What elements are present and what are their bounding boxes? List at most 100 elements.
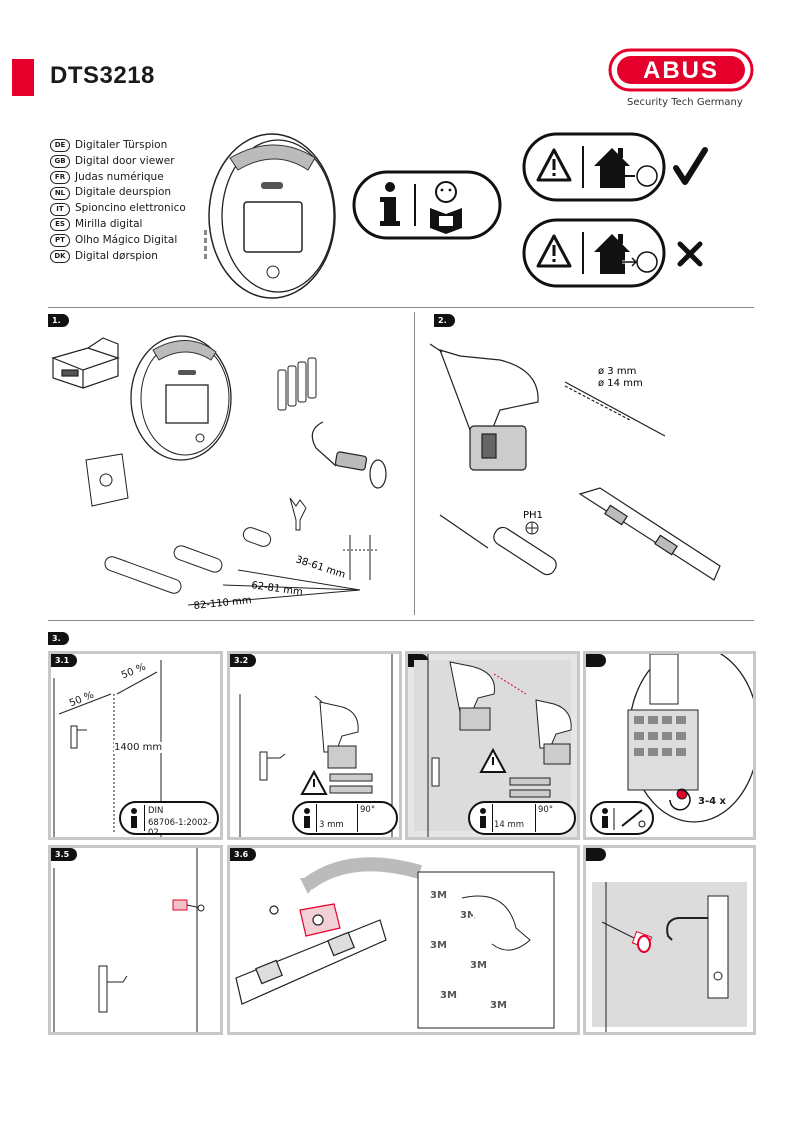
warning-triangle-icon [479,747,507,773]
language-item: NL Digitale deurspion [50,185,186,201]
din-standard-badge: DIN 68706-1:2002-02 [119,801,219,838]
step-tag-3-2: 3.2 [230,654,257,667]
drill-angle: 90° [360,805,376,815]
drill-3mm-badge: 3 mm 90° [292,801,398,835]
svg-text:3M: 3M [440,990,457,1001]
language-code: DE [50,139,70,153]
mounting-height: 1400 mm [114,742,163,753]
screw-turns: 3-4 x [698,796,726,807]
door-height-diagram [53,660,162,837]
language-label: Digital dørspion [75,249,158,262]
svg-text:3M: 3M [430,890,447,901]
step-panel-3-2: 3.2 3 mm 90° [227,651,402,840]
battery-cover-diagram [627,654,753,823]
pilot-drilling-diagram [239,654,393,837]
sleeve-range-a: 38-61 mm [294,554,347,580]
language-item: DE Digitaler Türspion [50,138,186,154]
step-tag-3-7 [586,848,606,861]
language-label: Spioncino elettronico [75,202,186,215]
door-viewer-illustration [204,133,336,299]
drill-angle: 90° [538,805,554,815]
sleeve-range-c: 82-110 mm [193,595,252,612]
screwdriver-icon [439,514,557,576]
step-tag-3-5: 3.5 [51,848,78,861]
read-manual-notice [352,170,502,240]
checkmark-icon [673,147,708,185]
batteries-icon [277,357,317,411]
warning-triangle-icon [536,234,572,268]
language-code: FR [50,170,70,184]
house-icon [594,234,630,274]
language-label: Digitaler Türspion [75,139,168,151]
screwdriver-type: PH1 [523,510,543,521]
info-icon [304,808,310,828]
step-panel-3-5: 3.5 [48,845,223,1035]
drill-14mm-badge: 14 mm 90° [468,801,576,835]
step-panel-3-1: 3.1 50 % 50 % 1400 mm DIN 68706-1:2002-0… [48,651,223,840]
language-label: Digitale deurspion [75,186,172,199]
extension-sleeves-icon [104,527,272,594]
sleeve-range-b: 62-81 mm [251,580,304,598]
outdoor-camera-icon [311,421,387,489]
divider [48,307,754,308]
drill-size: 14 mm [494,820,525,830]
divider-vertical [414,312,415,615]
svg-text:3M: 3M [490,1000,507,1011]
step-panel-3-7 [583,845,756,1035]
divider [48,620,754,621]
step-tag-3-1: 3.1 [51,654,78,667]
insert-sleeve-diagram [53,848,205,1032]
cross-icon [677,241,703,267]
warning-triangle-icon [536,148,572,182]
step-tag-2: 2. [434,314,455,327]
spirit-level-icon [578,487,721,581]
drill-bit-14mm: ø 14 mm [598,378,643,389]
box-icon [51,337,120,389]
red-accent-bar [12,59,34,96]
phillips-icon [525,521,539,535]
insert-camera-diagram [592,882,747,1032]
brand-wordmark: ABUS [643,57,719,84]
step-tag-3: 3. [48,632,69,645]
language-code: GB [50,155,70,169]
language-label: Mirilla digital [75,217,143,230]
drill-bit-icon [564,381,666,437]
drill-icon [430,343,539,471]
manual-book-icon [430,181,462,234]
required-tools-illustration: ø 3 mm ø 14 mm PH1 [430,343,721,581]
warning-triangle-icon [300,769,328,795]
svg-text:3M: 3M [470,960,487,971]
step-tag-3-4 [586,654,606,667]
din-label: DIN [148,806,164,816]
language-item: FR Judas numérique [50,170,186,186]
abus-logo: ABUS [608,48,754,92]
drill-bit-3mm: ø 3 mm [598,366,636,377]
drill-size: 3 mm [319,820,344,830]
info-screwdriver-icon [602,808,646,830]
key-tool-icon [289,497,307,531]
step-tag-1: 1. [48,314,69,327]
step-panel-3-4: 3-4 x [583,651,756,840]
mounting-plate-icon [85,453,129,507]
info-icon [480,808,486,828]
step-tag-3-6: 3.6 [230,848,257,861]
language-code: NL [50,186,70,200]
language-label: Olho Mágico Digital [75,233,178,246]
language-label: Judas numérique [75,170,164,183]
package-contents-illustration: 38-61 mm 62-81 mm 82-110 mm [51,335,387,612]
language-label: Digital door viewer [75,154,175,167]
language-list: DE Digitaler Türspion GB Digital door view… [50,138,186,264]
svg-text:3M: 3M [430,940,447,951]
step-panel-3-3: 14 mm 90° [405,651,580,840]
brand-tagline: Security Tech Germany [627,97,743,108]
indoor-use-allowed-notice [522,132,708,202]
device-icon [130,335,232,461]
info-icon [380,182,400,226]
product-model: DTS3218 [50,62,155,89]
din-norm: 68706-1:2002-02 [148,818,212,838]
door-thickness-diagram [187,535,378,606]
language-code: IT [50,202,70,216]
